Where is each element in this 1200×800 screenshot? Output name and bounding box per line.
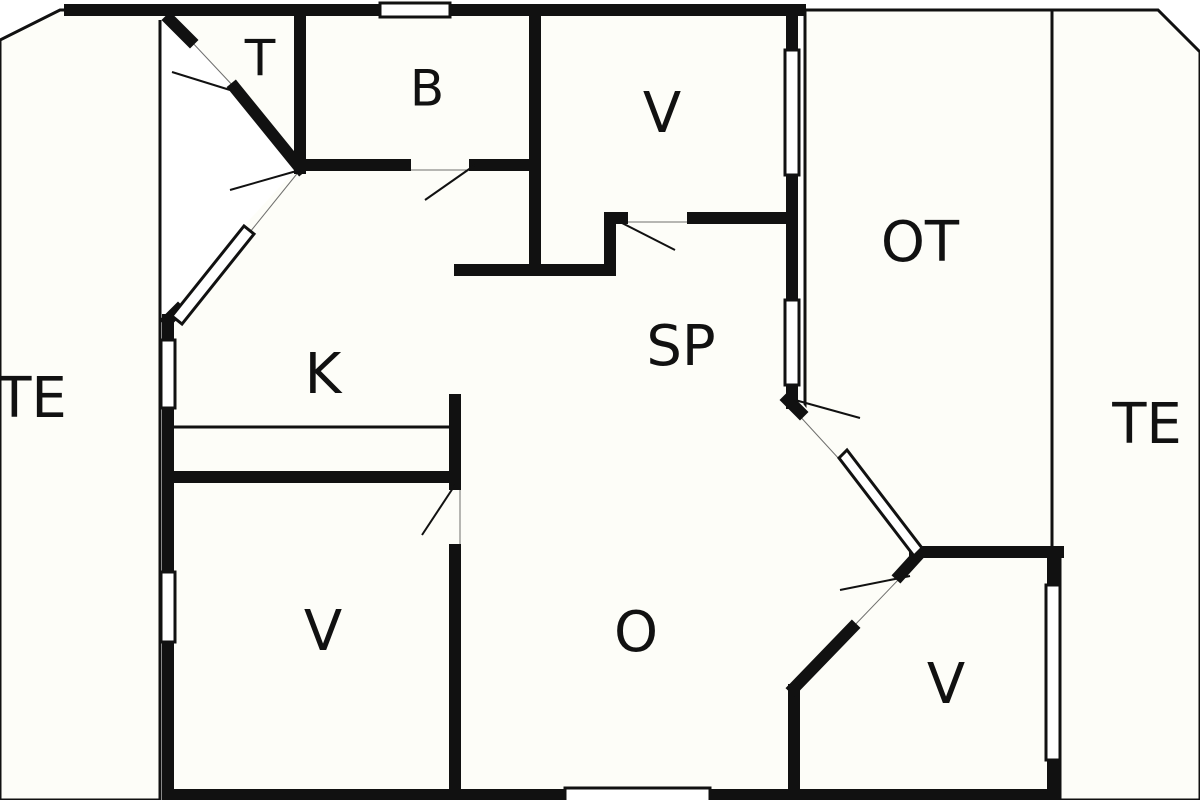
room-label-te-right: TE [1111, 392, 1182, 457]
door-swing [229, 169, 301, 191]
window [783, 298, 801, 387]
interior-floor [70, 10, 1055, 795]
room-label-o: O [614, 600, 658, 665]
window [837, 447, 924, 559]
windows [159, 1, 1062, 800]
door-opening [851, 577, 901, 629]
room-label-t: T [244, 30, 276, 88]
room-label-v-left: V [304, 599, 342, 664]
wall [785, 619, 861, 697]
door-swing [171, 71, 231, 91]
window [159, 570, 177, 644]
door-openings [189, 39, 901, 629]
room-label-v-right: V [927, 652, 965, 717]
door-swing [839, 575, 911, 591]
door-swings [171, 71, 911, 591]
room-label-k: K [305, 342, 343, 407]
window [169, 223, 257, 327]
wall [161, 11, 199, 49]
wall [779, 391, 809, 421]
window [378, 1, 452, 19]
wall [226, 79, 309, 177]
room-label-ot: OT [881, 210, 960, 275]
window [783, 48, 801, 177]
door-swing [794, 399, 861, 419]
door-swing [619, 221, 676, 251]
room-label-v-top: V [643, 81, 681, 146]
door-opening [189, 39, 236, 89]
room-label-b: B [410, 60, 444, 118]
room-label-te-left: TE [0, 366, 67, 431]
window [159, 338, 177, 410]
walls [64, 4, 1064, 800]
door-opening [795, 411, 841, 461]
door-swing [424, 164, 476, 201]
door-swing [421, 484, 456, 536]
door-opening [249, 169, 301, 233]
terraces [0, 8, 1200, 800]
window [563, 786, 712, 800]
room-labels: T B V OT SP K TE TE V O V [0, 30, 1182, 718]
window [1044, 583, 1062, 762]
room-label-sp: SP [646, 314, 715, 379]
